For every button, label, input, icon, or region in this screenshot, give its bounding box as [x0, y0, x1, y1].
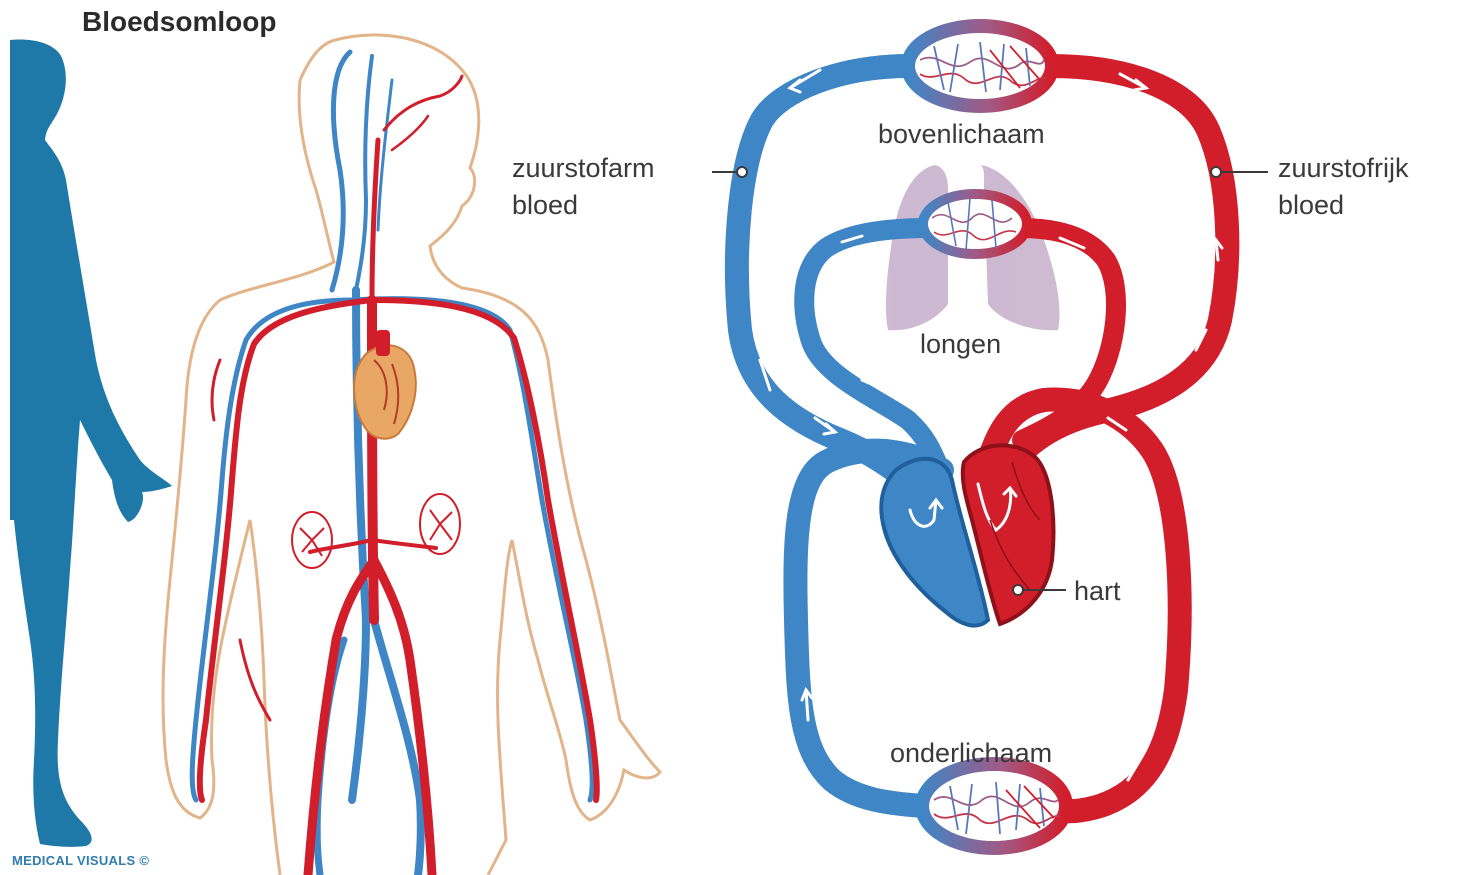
- label-oxygen-poor-blood: zuurstofarm bloed: [512, 150, 655, 224]
- diagram-title: Bloedsomloop: [82, 6, 276, 38]
- human-silhouette: [10, 40, 172, 847]
- label-heart: hart: [1074, 573, 1121, 610]
- capillary-network-upper-body: [908, 26, 1052, 106]
- heart-illustration: [881, 445, 1053, 625]
- capillary-network-lungs: [923, 194, 1027, 254]
- label-lungs: longen: [920, 326, 1001, 363]
- label-oxygen-rich-blood: zuurstofrijk bloed: [1278, 150, 1409, 224]
- oxygen-rich-vessels: [986, 66, 1227, 811]
- label-lower-body: onderlichaam: [890, 735, 1052, 772]
- oxygen-poor-vessels: [737, 66, 942, 806]
- capillary-network-lower-body: [922, 764, 1066, 848]
- credit-text: MEDICAL VISUALS ©: [12, 853, 149, 868]
- label-upper-body: bovenlichaam: [878, 116, 1045, 153]
- body-heart-icon: [354, 330, 416, 439]
